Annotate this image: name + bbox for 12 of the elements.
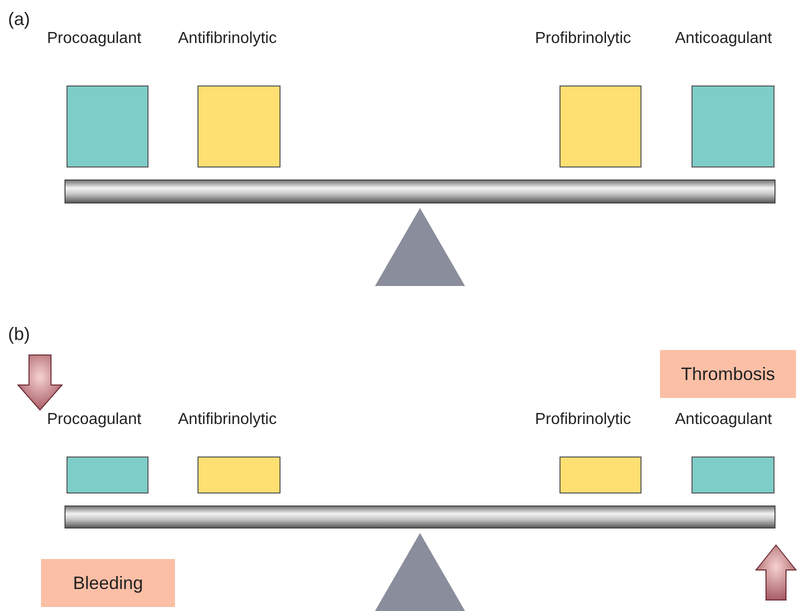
factor-label: Anticoagulant [675,30,772,48]
factor-label: Procoagulant [47,411,142,429]
factor-label: Profibrinolytic [535,30,632,48]
outcome-box: Bleeding [41,559,175,607]
factor-label: Antifibrinolytic [178,411,277,429]
panel-letter: (a) [8,10,30,28]
factor-label: Anticoagulant [675,411,772,429]
panel-letter: (b) [8,325,30,343]
outcome-box: Thrombosis [660,350,796,398]
factor-label: Antifibrinolytic [178,30,277,48]
factor-label: Procoagulant [47,30,142,48]
factor-label: Profibrinolytic [535,411,632,429]
